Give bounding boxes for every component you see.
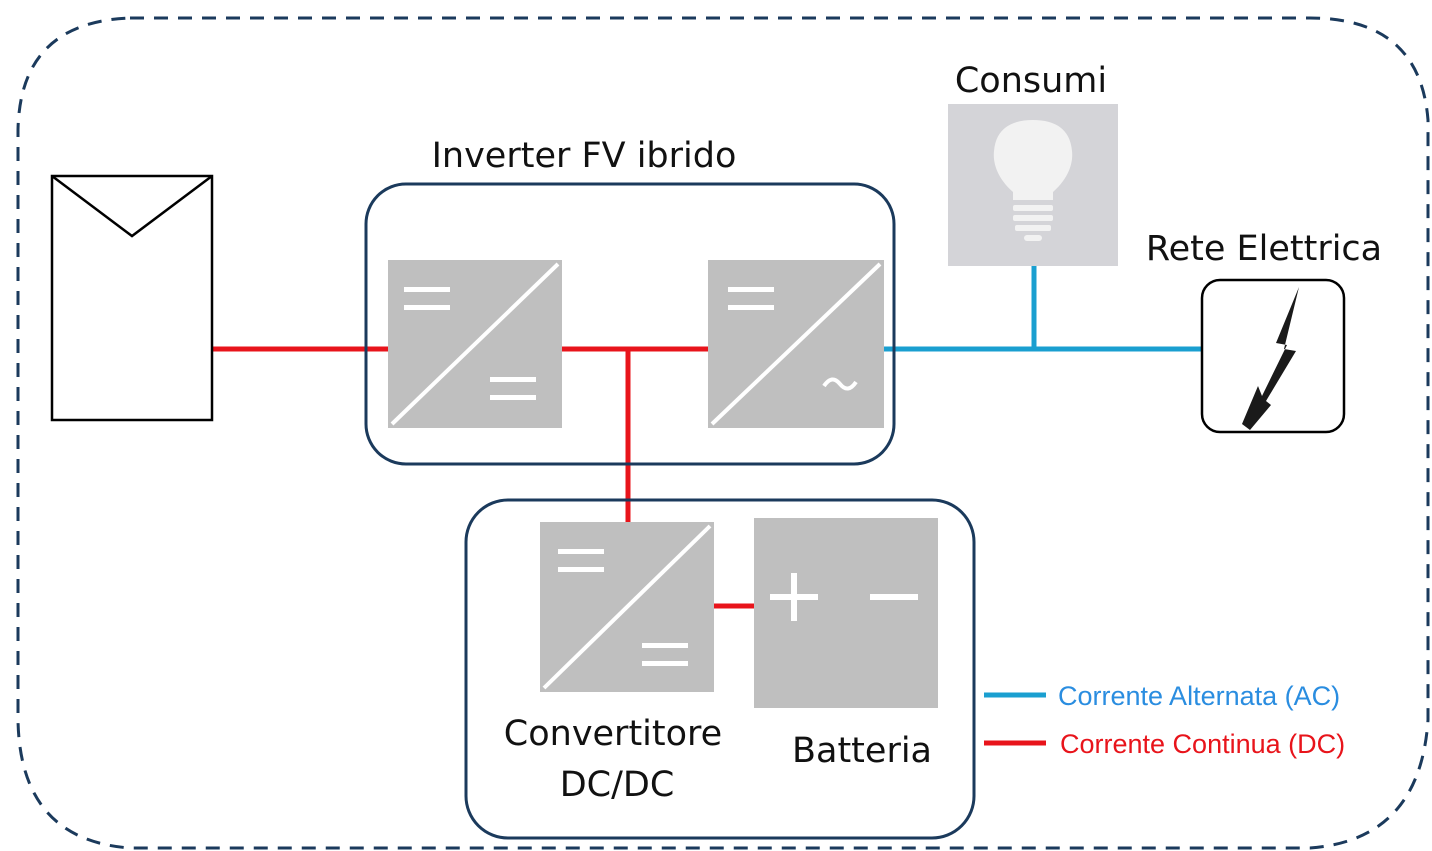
- pv-panel-icon: [50, 174, 214, 422]
- ac-wires: [884, 266, 1202, 352]
- lightning-bolt-icon: [1242, 287, 1299, 430]
- dc-dc-converter-icon: [388, 260, 562, 428]
- system-boundary: [16, 16, 1430, 850]
- battery-subsystem-frame: [464, 498, 976, 840]
- dc-dc-converter-battery-icon: [540, 522, 714, 692]
- hybrid-inverter-frame: [364, 182, 896, 466]
- battery-label: Batteria: [792, 731, 932, 771]
- legend-ac-label: Corrente Alternata (AC): [1058, 681, 1340, 711]
- legend-dc-label: Corrente Continua (DC): [1060, 729, 1345, 759]
- battery-icon: [754, 518, 938, 708]
- battery-subsystem: [464, 498, 976, 840]
- inverter-label: Inverter FV ibrido: [432, 136, 737, 176]
- dc-ac-inverter-icon: [708, 260, 884, 428]
- converter-label-line2: DC/DC: [560, 765, 675, 805]
- legend: Corrente Alternata (AC) Corrente Continu…: [984, 681, 1345, 759]
- dc-wires: [212, 346, 754, 609]
- hybrid-inverter: [364, 182, 896, 466]
- converter-label-line1: Convertitore: [504, 714, 722, 754]
- lightbulb-icon: [948, 104, 1118, 266]
- grid-icon: [1200, 278, 1346, 434]
- loads-label: Consumi: [955, 61, 1107, 101]
- grid-label: Rete Elettrica: [1146, 229, 1382, 269]
